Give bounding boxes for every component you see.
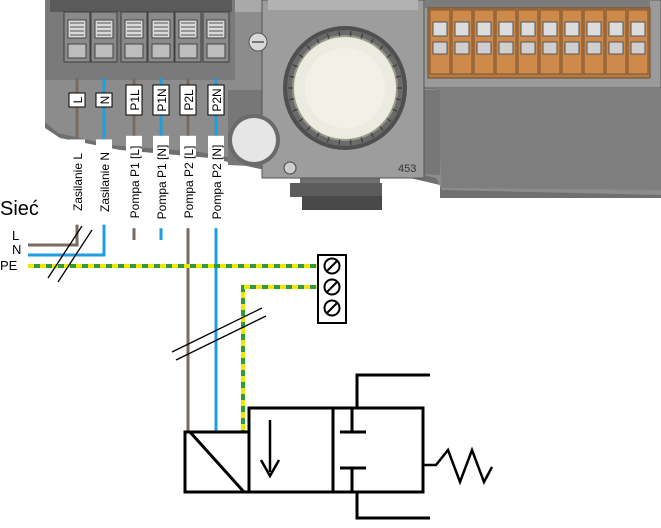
wire-label: Pompa P1 [N] <box>155 145 169 220</box>
wire-label: Zasilanie N <box>98 152 112 212</box>
wire-supply-n <box>28 78 106 257</box>
wire-label: Pompa P2 [L] <box>182 146 196 219</box>
board-model-code: 453 <box>398 163 416 175</box>
mains-label-pe: PE <box>0 258 18 273</box>
terminal-label: L <box>71 96 85 103</box>
terminal-label: P1N <box>155 88 169 111</box>
control-dial <box>283 26 407 150</box>
mains-label-l: L <box>12 228 19 243</box>
wire-supply-l <box>28 78 79 247</box>
terminal-label: P2N <box>210 88 224 111</box>
mains-legend: Sieć L N PE <box>0 198 39 273</box>
wire-label: Pompa P1 [L] <box>128 146 142 219</box>
mains-label-n: N <box>12 242 21 257</box>
terminal-label: P2L <box>182 89 196 111</box>
terminal-labels: L N P1L P1N P2L P2N <box>68 84 225 116</box>
wire-labels: Zasilanie L Zasilanie N Pompa P1 [L] Pompa … <box>69 135 224 229</box>
housing-clip <box>290 183 382 210</box>
mains-title: Sieć <box>0 198 39 220</box>
wire-label: Pompa P2 [N] <box>210 145 224 220</box>
pe-terminal-block <box>317 254 347 324</box>
cable-bundle-marks <box>47 225 267 361</box>
wire-pe-valve <box>241 285 322 432</box>
panel-hole <box>228 114 297 175</box>
terminal-label: P1L <box>128 89 142 111</box>
terminal-label: N <box>98 96 112 105</box>
valve-position-closed <box>247 406 335 494</box>
valve-position-open <box>331 406 425 494</box>
wire-label: Zasilanie L <box>71 153 85 211</box>
solenoid-valve-symbol <box>183 373 494 520</box>
left-terminal-block <box>45 0 268 80</box>
orange-terminal-strip <box>427 7 651 79</box>
spring-icon <box>423 446 494 486</box>
